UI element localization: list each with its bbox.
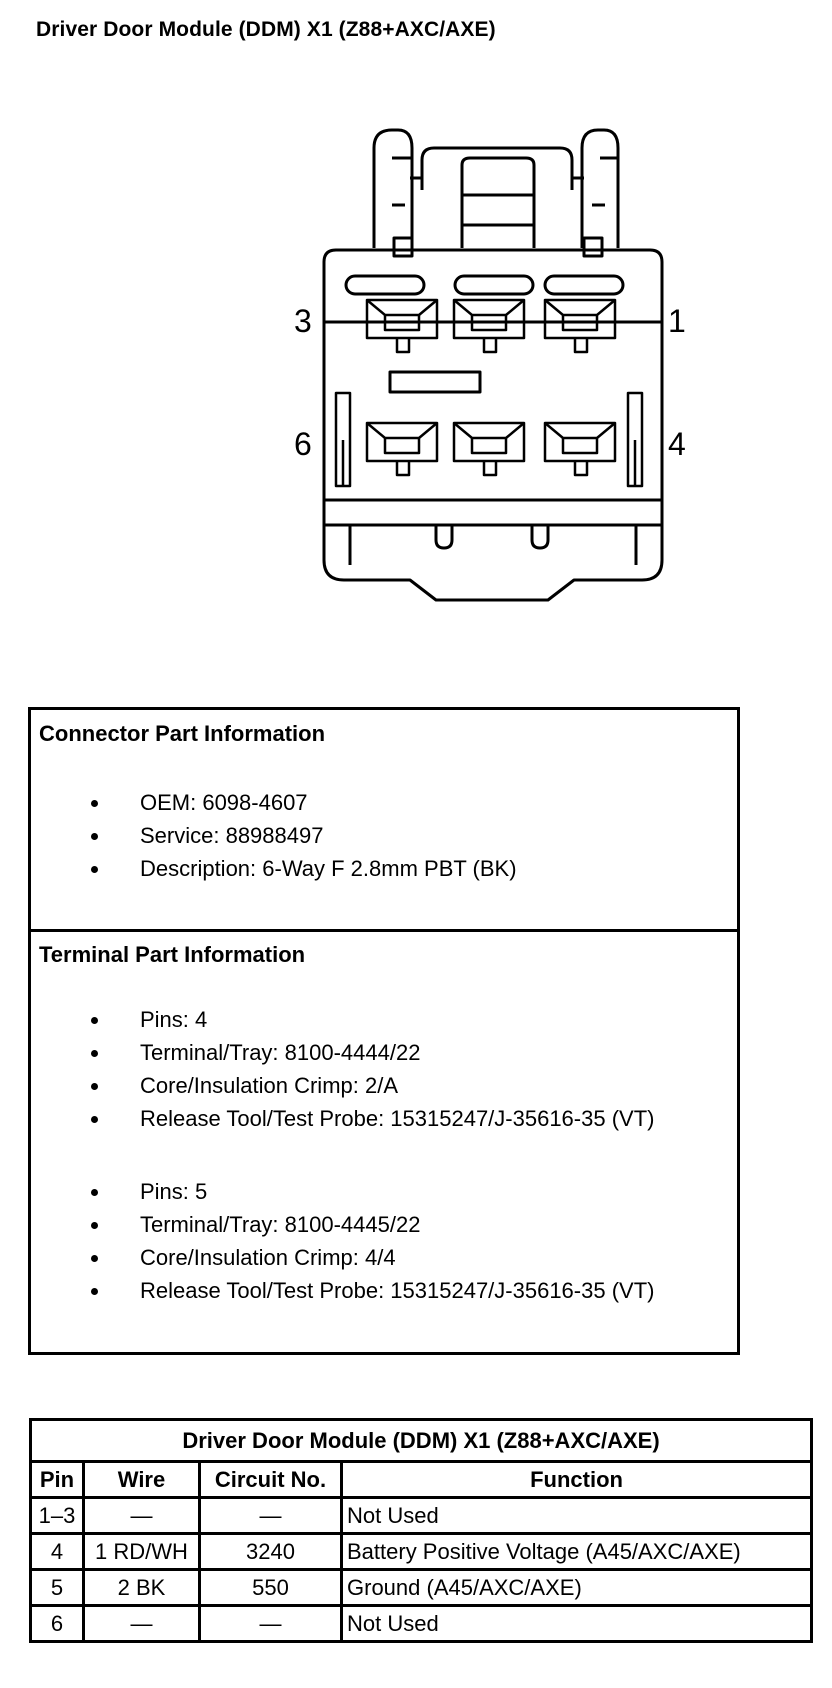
list-item: Service: 88988497 [31, 821, 737, 854]
pin-label-1: 1 [668, 303, 686, 339]
table-row: 4 1 RD/WH 3240 Battery Positive Voltage … [29, 1532, 814, 1571]
bullet-icon [91, 833, 98, 840]
cell-circuit: 3240 [198, 1532, 343, 1571]
list-item: OEM: 6098-4607 [31, 788, 737, 821]
list-item: Release Tool/Test Probe: 15315247/J-3561… [31, 1104, 737, 1137]
cell-function: Battery Positive Voltage (A45/AXC/AXE) [339, 1532, 814, 1571]
pin-label-4: 4 [668, 426, 686, 462]
column-header-function: Function [339, 1460, 814, 1499]
pin-table: Driver Door Module (DDM) X1 (Z88+AXC/AXE… [28, 1418, 814, 1643]
column-header-wire: Wire [82, 1460, 201, 1499]
cell-wire: 2 BK [82, 1568, 201, 1607]
table-row: 1–3 — — Not Used [29, 1496, 814, 1535]
cell-function: Ground (A45/AXC/AXE) [339, 1568, 814, 1607]
cavity-1 [543, 298, 617, 354]
cavity-3 [365, 298, 439, 354]
terminal-group-1: Pins: 4 Terminal/Tray: 8100-4444/22 Core… [31, 1005, 737, 1137]
cell-function: Not Used [339, 1604, 814, 1643]
cavity-5 [452, 421, 526, 477]
bullet-icon [91, 1116, 98, 1123]
column-header-pin: Pin [29, 1460, 85, 1499]
list-item: Description: 6-Way F 2.8mm PBT (BK) [31, 854, 737, 887]
cell-circuit: — [198, 1496, 343, 1535]
pin-label-6: 6 [294, 426, 312, 462]
cell-pin: 4 [29, 1532, 85, 1571]
page-title: Driver Door Module (DDM) X1 (Z88+AXC/AXE… [36, 18, 496, 41]
cell-pin: 5 [29, 1568, 85, 1607]
connector-part-info: Connector Part Information OEM: 6098-460… [31, 710, 737, 932]
side-locks [334, 391, 644, 488]
pin-label-3: 3 [294, 303, 312, 339]
table-row: 5 2 BK 550 Ground (A45/AXC/AXE) [29, 1568, 814, 1607]
bullet-icon [91, 1255, 98, 1262]
connector-slots [344, 274, 625, 394]
cell-pin: 6 [29, 1604, 85, 1643]
bullet-icon [91, 1083, 98, 1090]
part-info-box: Connector Part Information OEM: 6098-460… [28, 707, 740, 1355]
cell-circuit: — [198, 1604, 343, 1643]
cell-wire: — [82, 1604, 201, 1643]
connector-body [322, 248, 664, 602]
bullet-icon [91, 800, 98, 807]
bullet-icon [91, 1050, 98, 1057]
list-item: Terminal/Tray: 8100-4445/22 [31, 1210, 737, 1243]
bullet-icon [91, 1189, 98, 1196]
terminal-group-2: Pins: 5 Terminal/Tray: 8100-4445/22 Core… [31, 1177, 737, 1309]
cavity-6 [365, 421, 439, 477]
table-header-row: Pin Wire Circuit No. Function [29, 1460, 814, 1499]
pin-cavities [365, 298, 617, 477]
list-item: Terminal/Tray: 8100-4444/22 [31, 1038, 737, 1071]
connector-diagram: 3 1 6 4 [294, 128, 686, 602]
list-item: Core/Insulation Crimp: 2/A [31, 1071, 737, 1104]
connector-latch [372, 128, 620, 258]
bullet-icon [91, 1017, 98, 1024]
bullet-icon [91, 1222, 98, 1229]
terminal-part-info: Terminal Part Information Pins: 4 Termin… [31, 931, 737, 1352]
cavity-4 [543, 421, 617, 477]
bullet-icon [91, 1288, 98, 1295]
column-header-circuit: Circuit No. [198, 1460, 343, 1499]
cavity-2 [452, 298, 526, 354]
table-title-row: Driver Door Module (DDM) X1 (Z88+AXC/AXE… [28, 1418, 814, 1463]
cell-wire: 1 RD/WH [82, 1532, 201, 1571]
connector-info-list: OEM: 6098-4607 Service: 88988497 Descrip… [31, 788, 737, 887]
connector-info-heading: Connector Part Information [39, 721, 326, 746]
cell-circuit: 550 [198, 1568, 343, 1607]
list-item: Release Tool/Test Probe: 15315247/J-3561… [31, 1276, 737, 1309]
list-item: Core/Insulation Crimp: 4/4 [31, 1243, 737, 1276]
bullet-icon [91, 866, 98, 873]
list-item: Pins: 4 [31, 1005, 737, 1038]
terminal-info-heading: Terminal Part Information [39, 942, 306, 967]
cell-wire: — [82, 1496, 201, 1535]
table-row: 6 — — Not Used [29, 1604, 814, 1643]
cell-function: Not Used [339, 1496, 814, 1535]
cell-pin: 1–3 [29, 1496, 85, 1535]
list-item: Pins: 5 [31, 1177, 737, 1210]
table-title: Driver Door Module (DDM) X1 (Z88+AXC/AXE… [28, 1418, 814, 1463]
